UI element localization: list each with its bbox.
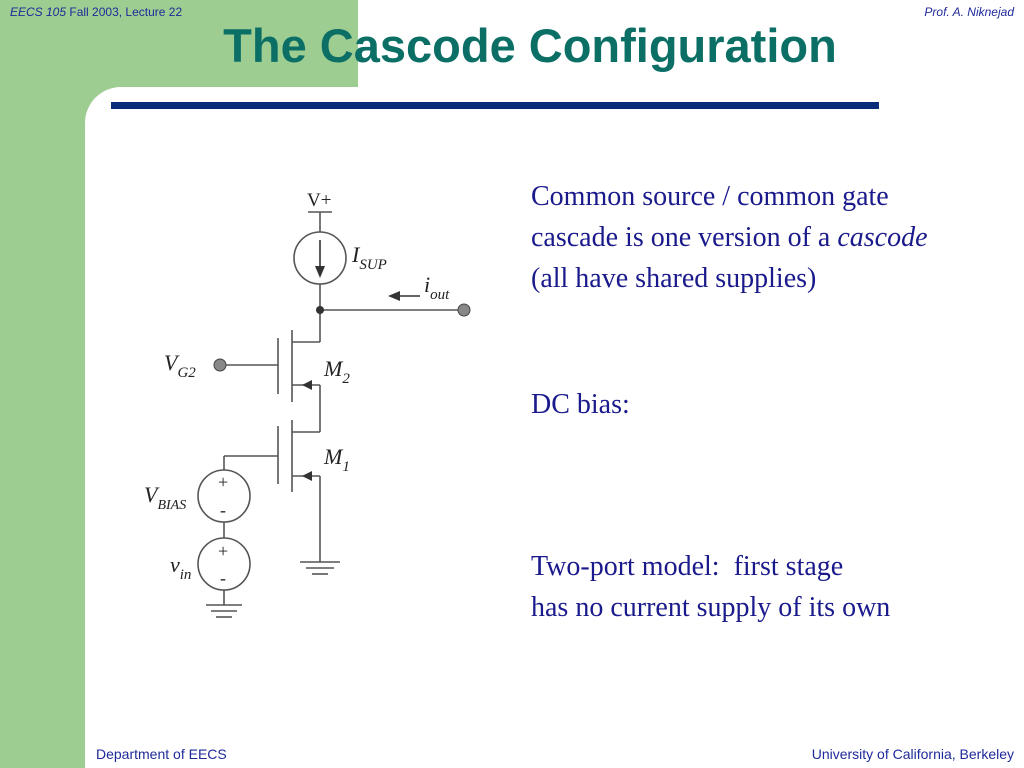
vg2-label: VG2 [164,350,196,381]
left-green-band [0,0,85,768]
course-term: Fall 2003, Lecture 22 [69,5,183,19]
footer-university: University of California, Berkeley [811,746,1014,762]
vplus-label: V+ [307,190,331,211]
header-author: Prof. A. Niknejad [924,5,1014,19]
bullet1-line3: (all have shared supplies) [531,263,817,294]
vbias-sub: BIAS [157,498,186,513]
vin-minus: - [220,568,226,588]
vbias-minus: - [220,500,226,520]
bullet-two-port-model: Two-port model: first stage has no curre… [531,546,890,628]
iout-main: i [424,272,430,297]
vbias-main: V [144,482,160,507]
m1-main: M [323,444,344,469]
bullet1-line1: Common source / common gate [531,181,889,212]
vg2-main: V [164,350,180,375]
vin-plus: + [218,541,228,561]
bullet3-line1: Two-port model: first stage [531,551,844,582]
vin-label: vin [170,552,191,583]
vbias-label: VBIAS [144,482,186,513]
m2-main: M [323,356,344,381]
top-green-band [85,0,358,87]
header-course: EECS 105 Fall 2003, Lecture 22 [10,5,182,19]
m1-sub: 1 [342,459,350,475]
iout-label: iout [424,272,450,303]
m2-label: M2 [323,356,350,387]
vin-sub: in [180,567,192,583]
bullet1-cascode-word: cascode [837,222,928,253]
bullet1-line2-text: cascade is one version of a [531,222,838,253]
vbias-plus: + [218,472,228,492]
isup-label: ISUP [351,242,387,273]
m2-sub: 2 [342,371,350,387]
vin-main: v [170,552,180,577]
slide-title: The Cascode Configuration [223,19,837,72]
footer-department: Department of EECS [96,746,227,762]
m1-label: M1 [323,444,350,475]
bullet1-line2: cascade is one version of a cascode [531,217,928,258]
bullet-dc-bias: DC bias: [531,389,630,420]
bullet3-line2: has no current supply of its own [531,592,891,623]
vg2-sub: G2 [177,365,196,381]
course-code: EECS 105 [10,5,67,19]
isup-sub: SUP [359,257,387,273]
bullet-cascode-description: Common source / common gate cascade is o… [531,176,928,299]
isup-main: I [351,242,361,267]
cascode-circuit-diagram: V+ ISUP iout VG2 M2 M1 VBIAS vin + - + - [144,190,471,618]
iout-sub: out [430,287,450,303]
title-underline [111,102,879,109]
